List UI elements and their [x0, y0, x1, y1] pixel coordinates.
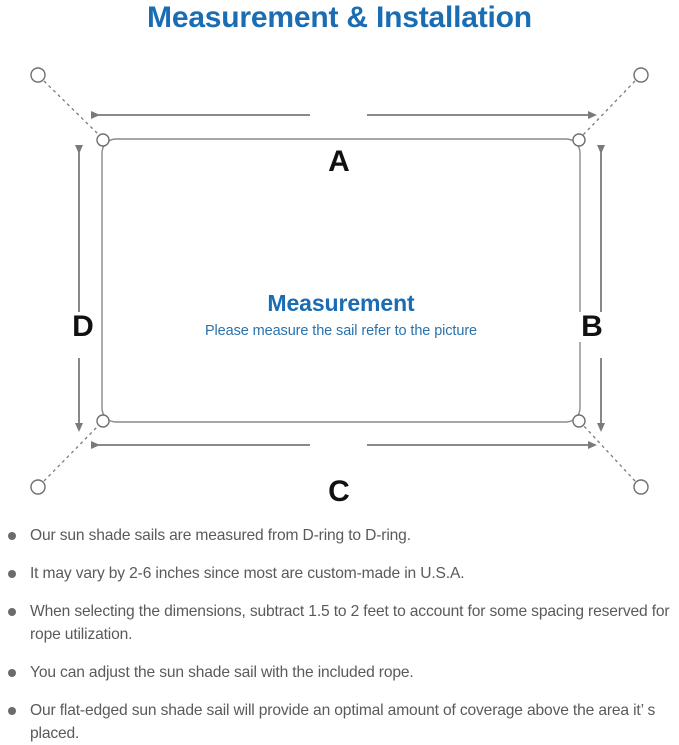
bullet-icon — [8, 669, 16, 677]
rope-bottom-left — [43, 424, 100, 482]
bullet-icon — [8, 570, 16, 578]
anchor-points — [30, 67, 649, 495]
list-item: It may vary by 2-6 inches since most are… — [8, 562, 676, 585]
d-ring-top-right — [572, 133, 586, 147]
list-item: Our sun shade sails are measured from D-… — [8, 524, 676, 547]
sail-center-subtitle: Please measure the sail refer to the pic… — [204, 323, 478, 339]
bullet-icon — [8, 707, 16, 715]
sail-body — [101, 138, 581, 423]
anchor-point-bottom-left — [30, 479, 46, 495]
note-text: Our sun shade sails are measured from D-… — [30, 527, 411, 544]
d-rings — [96, 133, 586, 428]
dimension-label-a: A — [318, 147, 360, 177]
shade-sail-measurement-diagram: A C B D Measurement Please measure the s… — [0, 48, 679, 518]
rope-bottom-right — [582, 424, 636, 482]
anchor-point-top-left — [30, 67, 46, 83]
note-text: You can adjust the sun shade sail with t… — [30, 664, 414, 681]
bullet-icon — [8, 608, 16, 616]
list-item: You can adjust the sun shade sail with t… — [8, 661, 676, 684]
d-ring-bottom-right — [572, 414, 586, 428]
rope-lines — [43, 80, 636, 482]
d-ring-top-left — [96, 133, 110, 147]
list-item: When selecting the dimensions, subtract … — [8, 600, 676, 646]
note-text: It may vary by 2-6 inches since most are… — [30, 565, 465, 582]
dimension-label-c: C — [318, 477, 360, 507]
anchor-point-top-right — [633, 67, 649, 83]
anchor-point-bottom-right — [633, 479, 649, 495]
dimension-label-d: D — [66, 312, 100, 342]
dimension-label-b: B — [575, 312, 609, 342]
rope-top-right — [582, 80, 636, 136]
rope-top-left — [43, 80, 100, 136]
d-ring-bottom-left — [96, 414, 110, 428]
note-text: Our flat-edged sun shade sail will provi… — [30, 702, 656, 742]
sail-center-caption: Measurement Please measure the sail refe… — [102, 288, 580, 341]
sail-center-title: Measurement — [267, 290, 415, 316]
notes-list: Our sun shade sails are measured from D-… — [8, 524, 676, 745]
page-title: Measurement & Installation — [147, 1, 532, 34]
list-item: Our flat-edged sun shade sail will provi… — [8, 699, 676, 745]
note-text: When selecting the dimensions, subtract … — [30, 603, 670, 643]
bullet-icon — [8, 532, 16, 540]
